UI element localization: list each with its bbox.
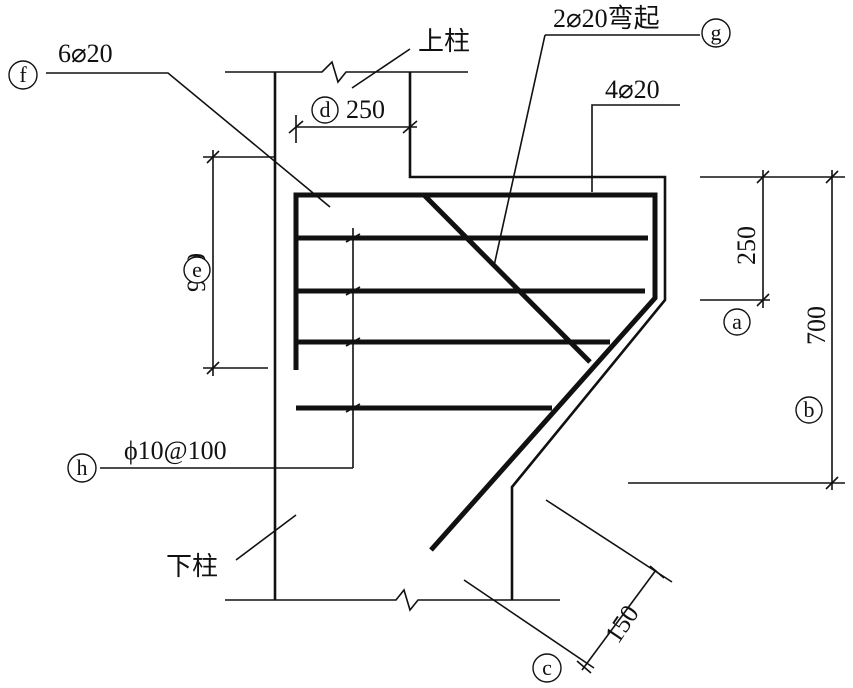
- svg-text:e: e: [192, 257, 202, 282]
- leader-top-bars: [591, 104, 680, 192]
- dim-c: [463, 499, 673, 674]
- marker-e: e: [183, 256, 211, 284]
- marker-c: c: [532, 653, 562, 683]
- svg-text:b: b: [804, 397, 815, 422]
- leader-upper-column: [351, 48, 411, 89]
- marker-b: b: [795, 396, 823, 424]
- top-break-line: [225, 60, 468, 84]
- svg-text:a: a: [732, 309, 742, 334]
- svg-text:g: g: [711, 20, 722, 45]
- label-dim-a: 250: [732, 226, 761, 265]
- svg-text:h: h: [77, 455, 88, 480]
- marker-g: g: [701, 18, 731, 48]
- stirrup-leader: [100, 228, 361, 469]
- svg-text:c: c: [542, 655, 552, 680]
- label-bent-bars: 2⌀20弯起: [553, 4, 660, 33]
- label-dim-b: 700: [802, 306, 831, 345]
- leader-lower-column: [235, 514, 297, 561]
- marker-f: f: [8, 60, 38, 90]
- label-stirrups: ϕ10@100: [124, 436, 227, 465]
- concrete-outline: [225, 60, 667, 612]
- label-dim-c: 150: [599, 600, 645, 649]
- leaders: [46, 34, 700, 561]
- marker-h: h: [67, 453, 97, 483]
- leader-g: [493, 34, 546, 267]
- leader-f: [46, 72, 331, 208]
- dim-e: [203, 150, 275, 376]
- marker-d: d: [311, 96, 339, 124]
- label-dim-d: 250: [346, 95, 385, 124]
- corbel-profile: [408, 170, 667, 600]
- top-bar-main: [293, 192, 658, 552]
- marker-a: a: [723, 308, 751, 336]
- bent-up-bar: [422, 193, 592, 364]
- dim-d: [288, 115, 418, 143]
- label-horizontal-bars: 6⌀20: [58, 39, 113, 68]
- dim-right: [628, 170, 845, 490]
- svg-text:d: d: [320, 97, 331, 122]
- reinforcement: [293, 192, 658, 552]
- svg-text:f: f: [19, 62, 27, 87]
- label-lower-column: 下柱: [166, 552, 218, 581]
- label-upper-column: 上柱: [418, 27, 470, 56]
- label-top-bars: 4⌀20: [605, 75, 660, 104]
- bottom-break-line: [225, 588, 560, 612]
